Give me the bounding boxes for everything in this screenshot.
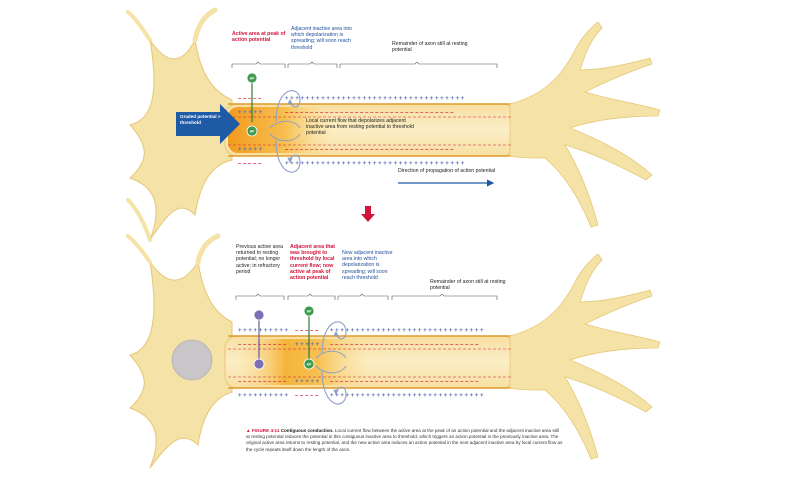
caption-title: Contiguous conduction. bbox=[280, 428, 334, 433]
svg-text:– – – – –: – – – – – bbox=[295, 328, 319, 334]
top-neuron: – – – – – + + + + + + + + + + + + + + + … bbox=[126, 7, 661, 242]
label-remainder-bottom: Remainder of axon still at resting poten… bbox=[430, 279, 506, 292]
top-ap-text-upper: AP bbox=[250, 76, 255, 80]
bottom-current-loop-upper bbox=[321, 321, 347, 355]
svg-text:– – – – – – – – – –: – – – – – – – – – – bbox=[238, 379, 287, 385]
top-ap-text-lower: AP bbox=[250, 129, 255, 133]
bottom-ap-text-upper: AP bbox=[307, 309, 312, 313]
svg-text:– – – – – – – – – –: – – – – – – – – – – bbox=[238, 342, 287, 348]
top-axon-terminal bbox=[509, 21, 661, 228]
label-local-current: Local current flow that depolarizes adja… bbox=[306, 118, 414, 137]
caption-body: Local current flow between the active ar… bbox=[246, 428, 563, 452]
svg-text:– – – – – – – – – – – – – – –: – – – – – – – – – – – – – – – – – – – – … bbox=[285, 110, 454, 116]
bottom-axon-terminal bbox=[509, 253, 661, 460]
svg-text:+ + + + +: + + + + + bbox=[238, 110, 263, 116]
svg-text:– – – – –: – – – – – bbox=[295, 393, 319, 399]
svg-text:– – – – – – – – – – – – – – –: – – – – – – – – – – – – – – – – – – – – … bbox=[285, 147, 454, 153]
svg-text:+ + + + +: + + + + + bbox=[295, 379, 320, 385]
svg-text:– – – – – – – – – – – – – – –: – – – – – – – – – – – – – – – – – – – – … bbox=[330, 379, 479, 385]
svg-text:+ + + + + + + + + +: + + + + + + + + + + bbox=[238, 393, 289, 399]
svg-text:– – – – –: – – – – – bbox=[238, 96, 262, 102]
svg-text:+ + + + + + + + + + + + + + +: + + + + + + + + + + + + + + + + + + + + … bbox=[285, 96, 465, 102]
svg-text:+ + + + +: + + + + + bbox=[295, 342, 320, 348]
svg-text:+ + + + + + + + + +: + + + + + + + + + + bbox=[238, 328, 289, 334]
brace-active bbox=[231, 61, 286, 68]
bottom-charges: + + + + + + + + + + – – – – – + + + + + … bbox=[238, 328, 484, 399]
label-adjacent-inactive: Adjacent inactive area into which depola… bbox=[291, 26, 352, 51]
label-previous-active: Previous active area returned to resting… bbox=[236, 244, 283, 275]
bottom-ap-badge-upper bbox=[303, 305, 315, 317]
figure-caption: ▲ FIGURE 4-11 Contiguous conduction. Loc… bbox=[246, 428, 564, 453]
label-remainder-top: Remainder of axon still at resting poten… bbox=[392, 41, 468, 54]
graded-potential-arrow bbox=[176, 104, 240, 144]
top-current-loop-lower bbox=[275, 139, 301, 173]
svg-text:+ + + + +: + + + + + bbox=[238, 147, 263, 153]
svg-text:+ + + + + + + + + + + + + + +: + + + + + + + + + + + + + + + + + + + + … bbox=[330, 328, 484, 334]
brace-previous bbox=[235, 293, 285, 300]
svg-text:– – – – –: – – – – – bbox=[238, 161, 262, 167]
top-ap-badge-lower bbox=[246, 125, 258, 137]
label-adjacent-brought: Adjacent area that was brought to thresh… bbox=[290, 244, 335, 282]
top-charges: – – – – – + + + + + + + + + + + + + + + … bbox=[238, 96, 465, 167]
bottom-ap-badge-old-lower bbox=[253, 358, 265, 370]
bottom-current-loop-lower bbox=[321, 369, 347, 405]
nucleus bbox=[171, 339, 213, 381]
label-new-adjacent: New adjacent inactive area into which de… bbox=[342, 250, 393, 281]
svg-text:– – – – – – – – – – – – – – –: – – – – – – – – – – – – – – – – – – – – … bbox=[330, 342, 479, 348]
brace-brought bbox=[287, 293, 336, 300]
bottom-ap-badge-lower bbox=[303, 358, 315, 370]
top-current-loop-upper bbox=[275, 90, 301, 123]
brace-remainder bbox=[339, 61, 498, 68]
bottom-ap-badge-old-upper bbox=[253, 309, 265, 321]
bottom-neuron: + + + + + + + + + + – – – – – + + + + + … bbox=[126, 233, 661, 469]
brace-bottom-remainder bbox=[391, 293, 498, 300]
top-ap-badge-upper bbox=[246, 72, 258, 84]
graded-potential-label: Graded potential > threshold bbox=[180, 114, 221, 125]
top-active-zone bbox=[228, 107, 333, 153]
svg-text:+ + + + + + + + + + + + + + +: + + + + + + + + + + + + + + + + + + + + … bbox=[285, 161, 465, 167]
top-cell-body bbox=[129, 38, 233, 241]
label-active-area: Active area at peak of action potential bbox=[232, 31, 286, 44]
label-direction: Direction of propagation of action poten… bbox=[398, 168, 496, 174]
brace-adjacent bbox=[287, 61, 338, 68]
svg-text:+ + + + + + + + + + + + + + +: + + + + + + + + + + + + + + + + + + + + … bbox=[330, 393, 484, 399]
bottom-ap-text-lower: AP bbox=[307, 362, 312, 366]
transition-arrow bbox=[361, 206, 375, 222]
brace-new-adjacent bbox=[337, 293, 389, 300]
caption-figure-label: ▲ FIGURE 4-11 bbox=[246, 428, 280, 433]
